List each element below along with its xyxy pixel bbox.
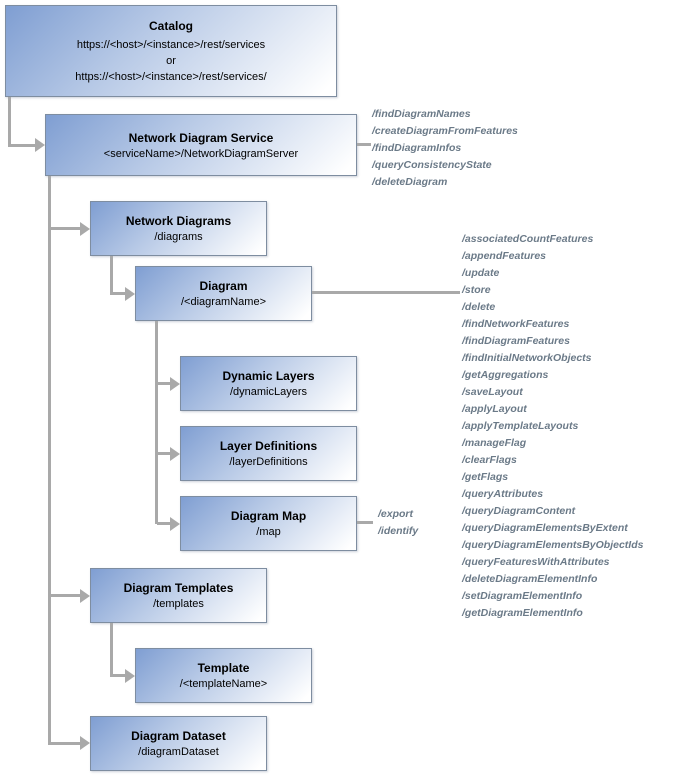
catalog-url-primary: https://<host>/<instance>/rest/services bbox=[76, 39, 266, 51]
connector-templates-trunk bbox=[110, 623, 113, 677]
operation-item: /getAggregations bbox=[462, 369, 549, 381]
operation-item: /deleteDiagramElementInfo bbox=[462, 573, 598, 585]
service-operations-list: /findDiagramNames/createDiagramFromFeatu… bbox=[372, 106, 518, 191]
operation-item: /applyLayout bbox=[462, 403, 527, 415]
network-diagram-service-path: <serviceName>/NetworkDiagramServer bbox=[103, 147, 299, 160]
connector-catalog-trunk bbox=[8, 97, 11, 147]
operation-item: /manageFlag bbox=[462, 437, 527, 449]
connector-to-diagram-dataset bbox=[50, 742, 80, 745]
operation-item: /getDiagramElementInfo bbox=[462, 607, 583, 619]
operation-item: /identify bbox=[378, 525, 419, 537]
connector-network-diagrams-trunk bbox=[110, 256, 113, 295]
arrow-into-service bbox=[35, 138, 45, 152]
arrow-into-diagram-dataset bbox=[80, 736, 90, 750]
operation-item: /appendFeatures bbox=[462, 250, 547, 262]
diagram-templates-path: /templates bbox=[153, 598, 204, 610]
catalog-or-label: or bbox=[166, 55, 176, 67]
operation-item: /associatedCountFeatures bbox=[462, 233, 594, 245]
operation-item: /update bbox=[462, 267, 500, 279]
operation-item: /queryFeaturesWithAttributes bbox=[462, 556, 610, 568]
dynamic-layers-box: Dynamic Layers /dynamicLayers bbox=[180, 356, 357, 411]
connector-to-template bbox=[112, 674, 125, 677]
connector-catalog-to-service bbox=[8, 144, 36, 147]
operation-item: /createDiagramFromFeatures bbox=[372, 125, 518, 137]
operation-item: /getFlags bbox=[462, 471, 509, 483]
operation-item: /clearFlags bbox=[462, 454, 517, 466]
arrow-into-layer-definitions bbox=[170, 447, 180, 461]
operation-item: /findNetworkFeatures bbox=[462, 318, 570, 330]
connector-map-to-operations bbox=[357, 521, 373, 524]
operation-item: /deleteDiagram bbox=[372, 176, 448, 188]
diagram-operations-list: /associatedCountFeatures/appendFeatures /… bbox=[462, 231, 643, 622]
network-diagrams-path: /diagrams bbox=[154, 231, 203, 243]
arrow-into-diagram-map bbox=[170, 517, 180, 531]
diagram-dataset-title: Diagram Dataset bbox=[131, 729, 226, 743]
operation-item: /saveLayout bbox=[462, 386, 523, 398]
connector-to-diagram bbox=[112, 292, 125, 295]
template-title: Template bbox=[197, 661, 250, 675]
connector-diagram-to-operations bbox=[312, 291, 460, 294]
connector-diagram-trunk bbox=[155, 321, 158, 524]
connector-to-diagram-templates bbox=[50, 594, 80, 597]
operation-item: /queryDiagramElementsByObjectIds bbox=[462, 539, 644, 551]
connector-service-trunk bbox=[48, 176, 51, 745]
diagram-map-title: Diagram Map bbox=[230, 509, 307, 523]
diagram-templates-box: Diagram Templates /templates bbox=[90, 568, 267, 623]
connector-to-diagram-map bbox=[157, 522, 170, 525]
connector-to-dynamic-layers bbox=[157, 382, 170, 385]
dynamic-layers-path: /dynamicLayers bbox=[229, 386, 308, 398]
diagram-title: Diagram bbox=[199, 279, 248, 293]
network-diagram-service-title: Network Diagram Service bbox=[128, 130, 274, 145]
layer-definitions-path: /layerDefinitions bbox=[229, 456, 308, 468]
operation-item: /applyTemplateLayouts bbox=[462, 420, 579, 432]
diagram-templates-title: Diagram Templates bbox=[123, 581, 234, 595]
operation-item: /queryDiagramElementsByExtent bbox=[462, 522, 628, 534]
connector-to-layer-definitions bbox=[157, 452, 170, 455]
template-box: Template /<templateName> bbox=[135, 648, 312, 703]
operation-item: /queryDiagramContent bbox=[462, 505, 576, 517]
network-diagrams-title: Network Diagrams bbox=[125, 214, 232, 228]
diagram-map-operations-list: /export/identify bbox=[378, 506, 418, 540]
layer-definitions-title: Layer Definitions bbox=[219, 439, 318, 453]
arrow-into-network-diagrams bbox=[80, 222, 90, 236]
network-diagram-service-box: Network Diagram Service <serviceName>/Ne… bbox=[45, 114, 357, 176]
template-path: /<templateName> bbox=[179, 678, 268, 690]
arrow-into-diagram-templates bbox=[80, 589, 90, 603]
operation-item: /findInitialNetworkObjects bbox=[462, 352, 592, 364]
diagram-map-path: /map bbox=[256, 526, 281, 538]
connector-service-to-operations bbox=[357, 143, 371, 146]
operation-item: /queryAttributes bbox=[462, 488, 544, 500]
arrow-into-template bbox=[125, 669, 135, 683]
operation-item: /delete bbox=[462, 301, 496, 313]
operation-item: /store bbox=[462, 284, 491, 296]
layer-definitions-box: Layer Definitions /layerDefinitions bbox=[180, 426, 357, 481]
catalog-box: Catalog https://<host>/<instance>/rest/s… bbox=[5, 5, 337, 97]
diagram-map-box: Diagram Map /map bbox=[180, 496, 357, 551]
operation-item: /findDiagramFeatures bbox=[462, 335, 570, 347]
connector-to-network-diagrams bbox=[50, 227, 80, 230]
operation-item: /queryConsistencyState bbox=[372, 159, 492, 171]
operation-item: /export bbox=[378, 508, 414, 520]
diagram-path: /<diagramName> bbox=[181, 296, 266, 308]
catalog-title: Catalog bbox=[148, 19, 193, 33]
diagram-dataset-path: /diagramDataset bbox=[138, 746, 219, 758]
catalog-url-alternate: https://<host>/<instance>/rest/services/ bbox=[75, 71, 267, 83]
operation-item: /findDiagramNames bbox=[372, 108, 471, 120]
operation-item: /findDiagramInfos bbox=[372, 142, 462, 154]
network-diagrams-box: Network Diagrams /diagrams bbox=[90, 201, 267, 256]
diagram-box: Diagram /<diagramName> bbox=[135, 266, 312, 321]
operation-item: /setDiagramElementInfo bbox=[462, 590, 583, 602]
arrow-into-diagram bbox=[125, 287, 135, 301]
diagram-dataset-box: Diagram Dataset /diagramDataset bbox=[90, 716, 267, 771]
arrow-into-dynamic-layers bbox=[170, 377, 180, 391]
dynamic-layers-title: Dynamic Layers bbox=[222, 369, 315, 383]
